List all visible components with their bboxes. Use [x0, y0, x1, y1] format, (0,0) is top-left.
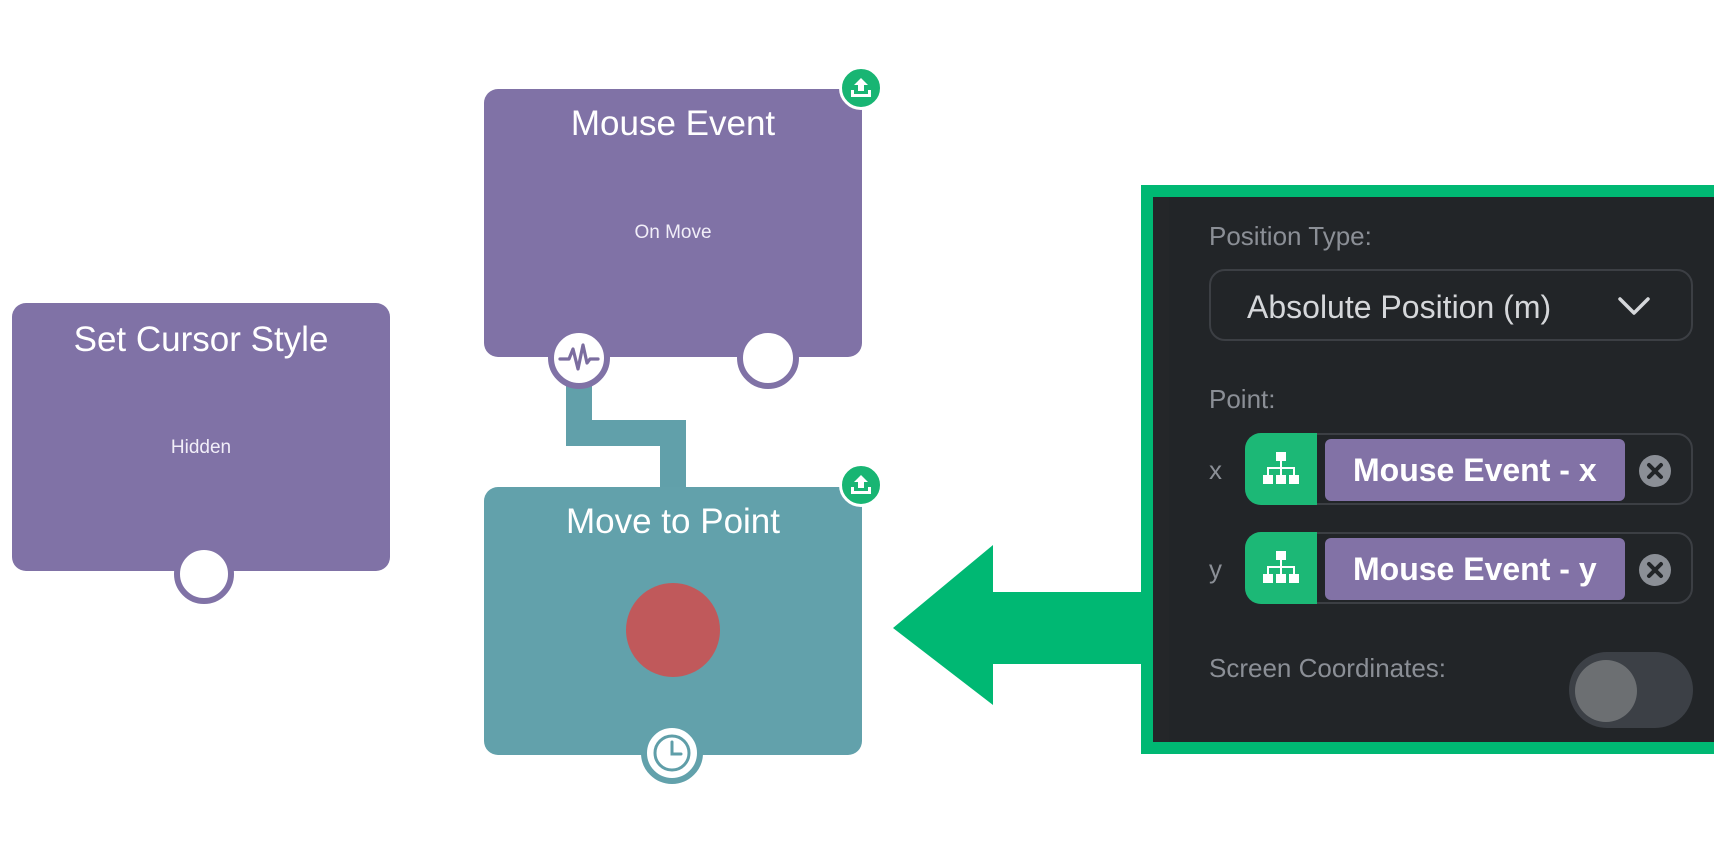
record-indicator [626, 583, 720, 677]
output-port[interactable] [174, 544, 234, 604]
x-value-chip[interactable]: Mouse Event - x [1325, 439, 1625, 501]
move-to-point-node[interactable]: Move to Point [484, 487, 862, 755]
position-type-value: Absolute Position (m) [1247, 289, 1552, 325]
clear-y-button[interactable] [1639, 554, 1671, 586]
node-title: Mouse Event [570, 104, 776, 143]
position-type-label: Position Type: [1209, 221, 1372, 251]
clock-icon [653, 734, 691, 772]
y-axis-label: y [1209, 554, 1222, 584]
y-value-chip[interactable]: Mouse Event - y [1325, 538, 1625, 600]
inspector-panel: Position Type: Absolute Position (m) Poi… [1141, 185, 1714, 754]
screen-coordinates-label: Screen Coordinates: [1209, 653, 1447, 683]
hierarchy-icon [1263, 551, 1299, 583]
point-label: Point: [1209, 384, 1276, 414]
output-port[interactable] [737, 327, 799, 389]
connector-link [660, 420, 686, 490]
callout-arrow [893, 545, 1153, 705]
clock-port[interactable] [641, 722, 703, 784]
chevron-down-icon [1618, 297, 1650, 315]
upload-tray-icon [851, 475, 871, 494]
set-cursor-style-node[interactable]: Set Cursor Style Hidden [12, 303, 390, 571]
node-title: Move to Point [566, 502, 780, 541]
pulse-icon [558, 343, 600, 371]
y-field[interactable]: Mouse Event - y [1245, 532, 1693, 604]
node-subtitle: Hidden [170, 437, 232, 458]
hierarchy-icon [1263, 452, 1299, 484]
close-circle-icon [1647, 562, 1663, 578]
toggle-knob [1575, 660, 1637, 722]
x-field[interactable]: Mouse Event - x [1245, 433, 1693, 505]
node-title: Set Cursor Style [73, 320, 329, 359]
x-axis-label: x [1209, 455, 1222, 485]
export-badge[interactable] [839, 66, 883, 110]
mouse-event-node[interactable]: Mouse Event On Move [484, 89, 862, 357]
data-source-button[interactable] [1245, 433, 1317, 505]
position-type-select[interactable]: Absolute Position (m) [1209, 269, 1693, 341]
screen-coordinates-toggle[interactable] [1569, 652, 1693, 728]
node-subtitle: On Move [634, 222, 712, 243]
close-circle-icon [1647, 463, 1663, 479]
data-source-button[interactable] [1245, 532, 1317, 604]
export-badge[interactable] [839, 463, 883, 507]
pulse-port[interactable] [548, 327, 610, 389]
upload-tray-icon [851, 78, 871, 97]
clear-x-button[interactable] [1639, 455, 1671, 487]
